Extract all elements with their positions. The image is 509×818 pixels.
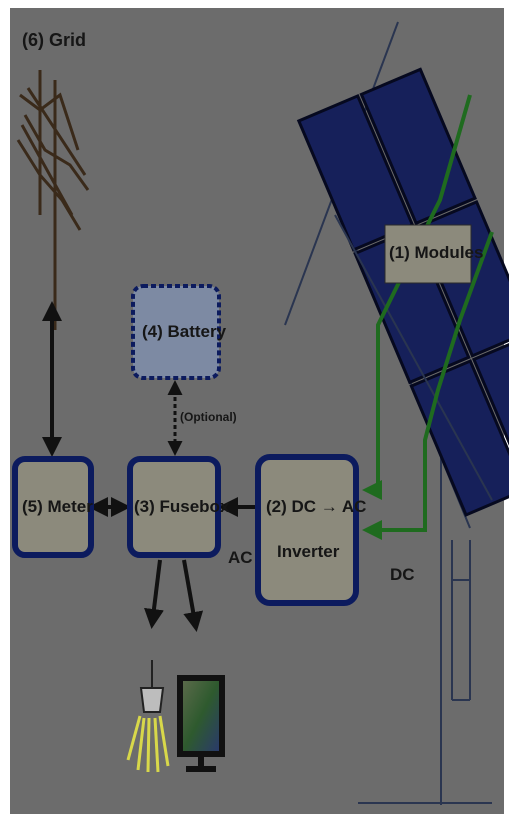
optional-label: (Optional): [180, 410, 237, 424]
fusebox-label: (3) Fusebox: [134, 497, 230, 516]
modules-label: (1) Modules: [389, 243, 484, 262]
ac-label: AC: [228, 548, 253, 567]
solar-panel-5: [409, 359, 509, 517]
meter-box: [12, 456, 94, 558]
roof-edge: [334, 214, 493, 501]
grid-label: (6) Grid: [22, 30, 87, 50]
inverter-label-line1: (2) DC → AC: [266, 497, 367, 516]
solar-panel-2: [359, 67, 477, 226]
fusebox-tv-arrow: [182, 559, 204, 632]
inverter-box: [255, 454, 359, 606]
meter-label: (5) Meter: [22, 497, 93, 516]
utility-pole-icon: [16, 70, 90, 330]
monitor-icon: [177, 675, 225, 772]
solar-panels: [296, 67, 509, 517]
battery-label: (4) Battery: [142, 322, 227, 341]
fusebox-box: [127, 456, 221, 558]
lamp-icon: [126, 660, 170, 773]
dc-label: DC: [390, 565, 415, 584]
dc-wires: [362, 94, 494, 540]
inverter-label-line2: Inverter: [277, 542, 340, 561]
fusebox-light-arrow: [144, 559, 164, 629]
solar-panel-6: [471, 332, 509, 491]
battery-box: [131, 284, 221, 380]
modules-label-box: [384, 224, 472, 284]
solar-panel-1: [296, 93, 415, 252]
